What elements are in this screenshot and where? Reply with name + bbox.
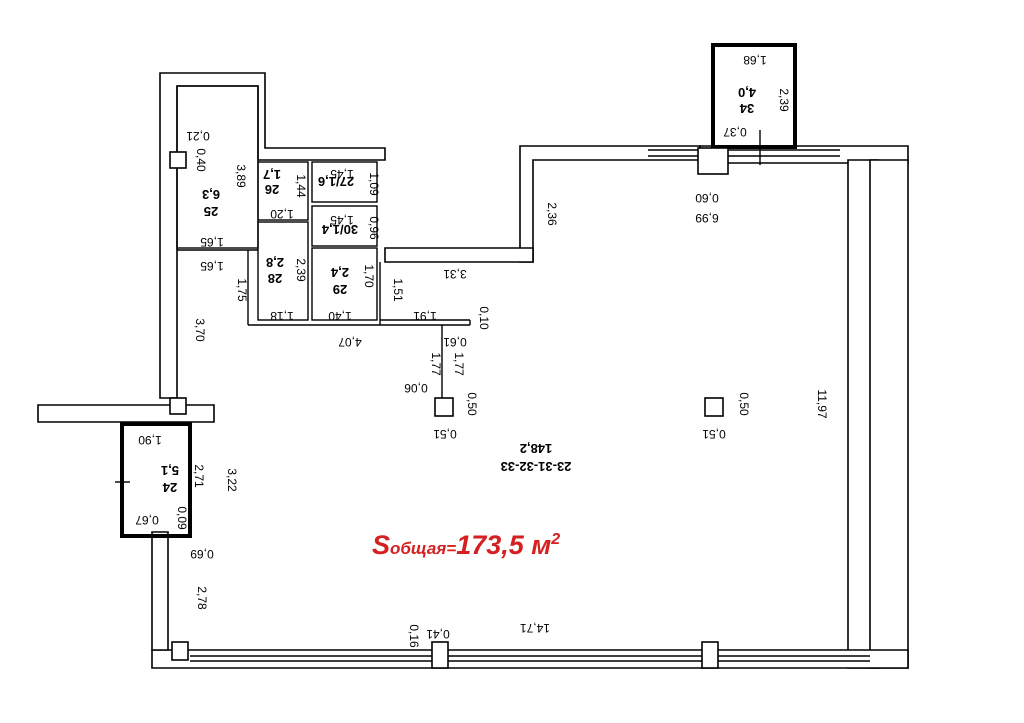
room-main-number: 23-31-32-33 (501, 459, 572, 474)
room-34-area: 4,0 (738, 85, 756, 100)
dim-label: 0,50 (737, 392, 751, 416)
dim-label: 0,96 (367, 216, 381, 240)
total-area-subscript: общая= (390, 539, 457, 558)
outer-walls (37, 72, 909, 669)
dim-label: 0,61 (443, 335, 467, 349)
dim-label: 0,69 (190, 547, 214, 561)
dim-label: 1,65 (200, 259, 224, 273)
room-27-outline (311, 161, 378, 203)
dim-label: 1,44 (294, 174, 308, 198)
room-24-number: 24 (162, 480, 177, 495)
total-area-unit-superscript: 2 (551, 531, 561, 548)
dim-label: 0,37 (723, 125, 747, 139)
room-28-outline (257, 221, 309, 321)
dim-label: 0,67 (135, 513, 159, 527)
dim-label: 0,41 (426, 627, 450, 641)
room-main-area: 148,2 (520, 441, 553, 456)
room-30-outline (311, 205, 378, 247)
dim-label: 14,71 (520, 621, 550, 635)
dim-label: 0,60 (695, 191, 719, 205)
room-34-outline (711, 43, 797, 149)
dim-label: 1,68 (743, 53, 767, 67)
room-28-number: 28 (268, 271, 282, 286)
dim-label: 1,09 (367, 172, 381, 196)
room-27-label: 27/1,6 (318, 174, 354, 189)
dim-label: 1,91 (413, 309, 437, 323)
dim-label: 0,06 (404, 381, 428, 395)
room-29-area: 2,4 (330, 265, 349, 280)
dim-label: 1,51 (391, 278, 405, 302)
room-24-area: 5,1 (161, 463, 179, 478)
dim-label: 1,77 (429, 352, 443, 376)
dim-label: 1,45 (330, 167, 354, 181)
dim-label: 2,39 (777, 88, 791, 112)
dim-label: 1,75 (235, 278, 249, 302)
dim-label: 3,31 (443, 267, 467, 281)
room-29-outline (311, 247, 378, 321)
room-labels: 34 4,0 25 6,3 26 1,7 27/1,6 30/1,4 28 2,… (161, 85, 756, 495)
dim-label: 0,21 (186, 129, 210, 143)
columns (169, 147, 729, 669)
room-26-number: 26 (265, 182, 279, 197)
dim-label: 0,10 (477, 306, 491, 330)
dim-label: 3,22 (225, 468, 239, 492)
room-28-area: 2,8 (266, 255, 284, 270)
dim-label: 4,07 (338, 335, 362, 349)
dim-label: 3,70 (193, 318, 207, 342)
dim-label: 1,77 (452, 352, 466, 376)
dim-label: 1,40 (328, 309, 352, 323)
dim-label: 2,78 (195, 586, 209, 610)
total-area-value: 173,5 м (456, 530, 552, 560)
dim-label: 0,16 (407, 624, 421, 648)
room-25-area: 6,3 (202, 187, 220, 202)
dim-label: 0,09 (175, 506, 189, 530)
dim-label: 0,40 (194, 148, 208, 172)
dim-label: 3,89 (234, 164, 248, 188)
room-30-label: 30/1,4 (321, 222, 358, 237)
dim-label: 0,51 (433, 427, 457, 441)
dim-label: 2,71 (192, 464, 206, 488)
room-25-number: 25 (204, 204, 218, 219)
room-26-outline (257, 161, 309, 221)
dim-label: 2,36 (545, 202, 559, 226)
dimension-labels: 1,68 2,39 0,37 0,60 6,99 2,36 3,31 0,21 … (135, 53, 829, 648)
room-29-number: 29 (333, 282, 347, 297)
dim-label: 6,99 (695, 211, 719, 225)
dim-label: 0,50 (465, 392, 479, 416)
dim-label: 1,45 (330, 213, 354, 227)
total-area-prefix: S (372, 530, 391, 560)
dim-label: 11,97 (815, 389, 829, 418)
dim-label: 1,70 (362, 264, 376, 288)
dim-label: 1,20 (270, 207, 294, 221)
total-area-label: Sобщая=173,5 м2 (372, 530, 560, 561)
dim-label: 1,65 (200, 235, 224, 249)
room-26-area: 1,7 (263, 167, 281, 182)
dim-label: 1,18 (270, 309, 294, 323)
dim-label: 2,39 (294, 258, 308, 282)
dim-label: 1,90 (138, 433, 162, 447)
room-34-number: 34 (739, 101, 754, 116)
dim-label: 0,51 (702, 427, 726, 441)
